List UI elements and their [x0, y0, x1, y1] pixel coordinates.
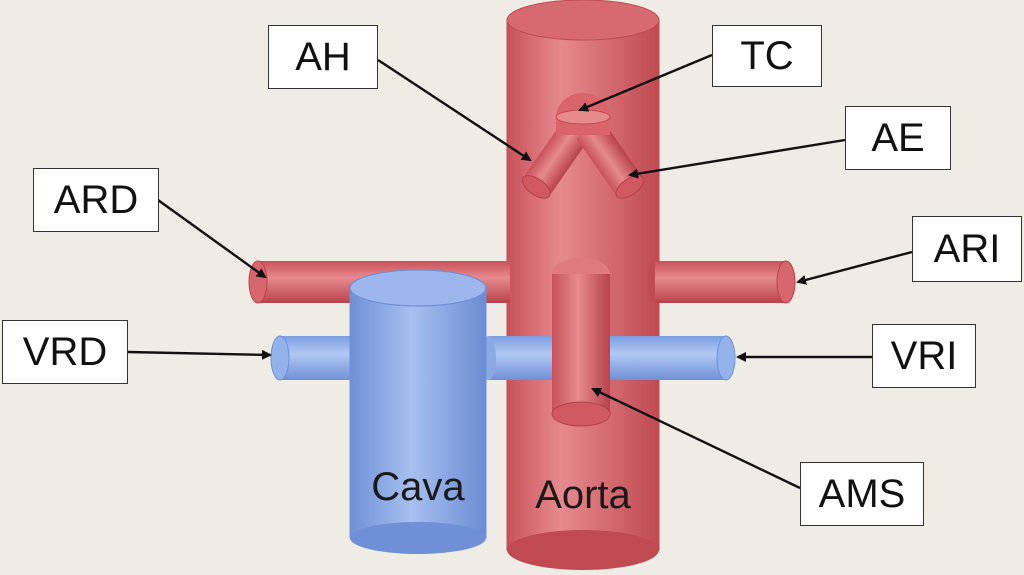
label-vri: VRI [872, 324, 976, 388]
label-ari: ARI [912, 216, 1022, 282]
label-ard: ARD [33, 168, 159, 232]
vrd-arrow [127, 349, 272, 360]
label-tc: TC [712, 25, 822, 87]
ari-arrow [796, 250, 913, 285]
superior-mesenteric-artery [551, 258, 611, 427]
left-renal-artery [648, 260, 796, 304]
ard-arrow [157, 199, 267, 279]
leader-arrows [127, 53, 913, 490]
label-ams: AMS [800, 462, 924, 526]
aorta-caption: Aorta [535, 473, 631, 517]
right-renal-vein [270, 335, 360, 381]
label-vrd: VRD [2, 320, 128, 384]
ah-arrow [377, 58, 532, 162]
cava-caption: Cava [371, 465, 465, 509]
ams-arrow [591, 387, 801, 490]
label-ah: AH [268, 25, 378, 89]
ae-arrow [628, 138, 846, 179]
tc-arrow [578, 53, 713, 112]
label-ae: AE [845, 106, 951, 170]
cava-vessel [349, 269, 487, 554]
